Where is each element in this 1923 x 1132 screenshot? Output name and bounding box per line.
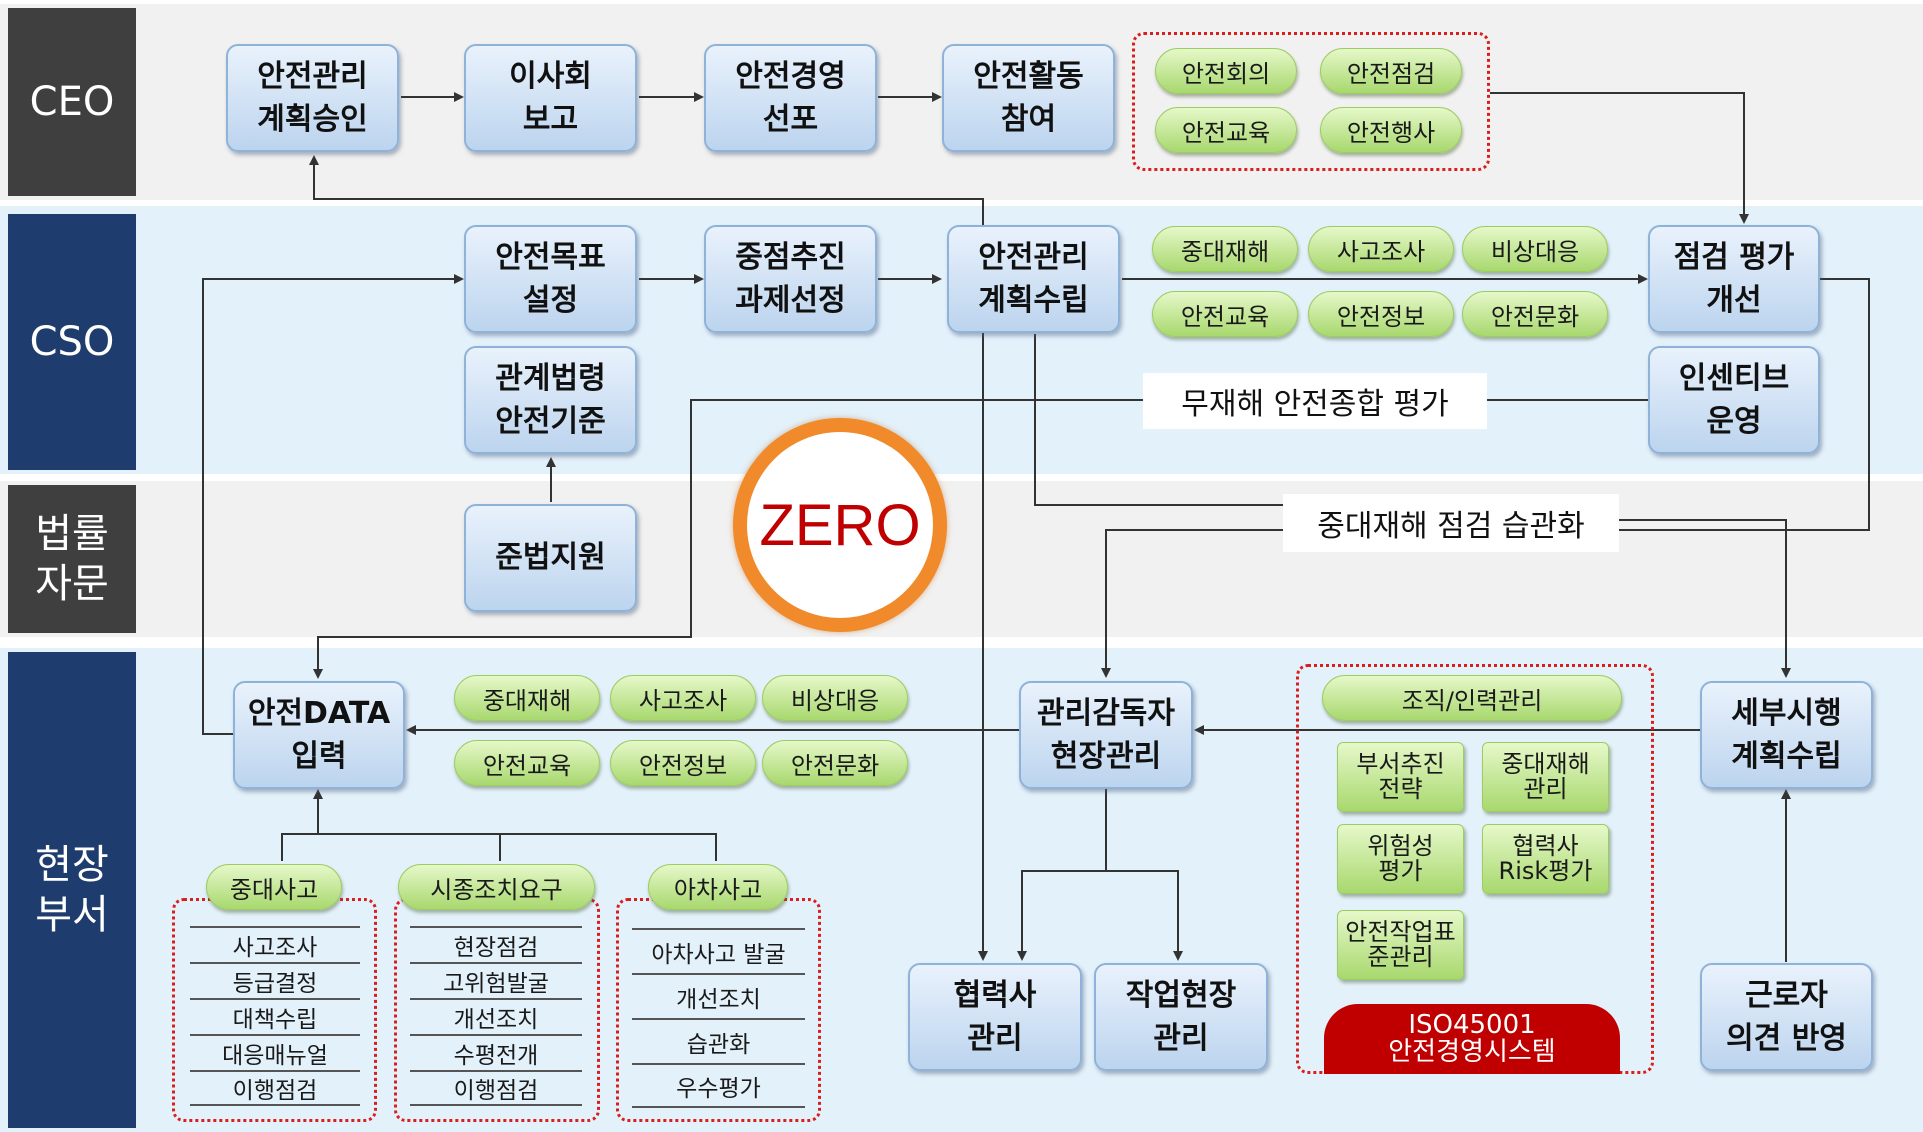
list-title-nearmiss: 아차사고 [648, 864, 788, 910]
field-detail-box: 세부시행 계획수립 [1700, 681, 1873, 789]
iso-item-strategy: 부서추진 전략 [1337, 742, 1464, 812]
iso-item-serious: 중대재해 관리 [1482, 742, 1609, 812]
field-pill-serious: 중대재해 [454, 675, 600, 721]
arrow-habit-to-supervisor [1101, 529, 1283, 678]
iso-badge: ISO45001 안전경영시스템 [1324, 1004, 1620, 1074]
field-supervisor-box: 관리감독자 현장관리 [1019, 681, 1193, 789]
list-item: 대책수립 [190, 998, 360, 1034]
field-partner-box: 협력사 관리 [908, 963, 1082, 1071]
ceo-activities-group [1132, 32, 1490, 171]
list-serious: 사고조사 등급결정 대책수립 대응매뉴얼 이행점검 [190, 926, 360, 1106]
list-item: 우수평가 [632, 1063, 805, 1108]
cso-incentive-box: 인센티브 운영 [1648, 346, 1820, 454]
legal-support-box: 준법지원 [464, 504, 637, 612]
list-title-serious: 중대사고 [206, 864, 342, 910]
arrow-supervisor-to-worksite [1106, 870, 1183, 961]
eval-label: 무재해 안전종합 평가 [1143, 373, 1487, 429]
field-pill-info: 안전정보 [610, 740, 756, 786]
cso-goal-box: 안전목표 설정 [464, 225, 637, 333]
cso-pill-education: 안전교육 [1152, 291, 1298, 337]
list-item: 이행점검 [190, 1070, 360, 1106]
field-pill-emergency: 비상대응 [762, 675, 908, 721]
iso-item-risk: 위험성 평가 [1337, 824, 1464, 894]
arrow-supervisor-to-partner [1017, 788, 1107, 961]
list-item: 사고조사 [190, 926, 360, 962]
list-correction: 현장점검 고위험발굴 개선조치 수평전개 이행점검 [410, 926, 582, 1106]
ceo-pill-inspection: 안전점검 [1320, 48, 1462, 94]
lane-cso: CSO [8, 214, 136, 470]
habit-label: 중대재해 점검 습관화 [1283, 494, 1619, 552]
arrow-plan-to-approval [309, 155, 984, 334]
iso-badge-line2: 안전경영시스템 [1388, 1037, 1556, 1067]
list-item: 개선조치 [632, 973, 805, 1018]
list-nearmiss: 아차사고 발굴 개선조치 습관화 우수평가 [632, 928, 805, 1108]
iso-org-pill: 조직/인력관리 [1322, 675, 1622, 721]
list-item: 아차사고 발굴 [632, 928, 805, 973]
list-item: 수평전개 [410, 1034, 582, 1070]
cso-pill-culture: 안전문화 [1462, 291, 1608, 337]
cso-pill-accident: 사고조사 [1308, 226, 1454, 272]
arrow-eval-to-data [313, 399, 1143, 679]
field-worker-box: 근로자 의견 반영 [1700, 963, 1873, 1071]
iso-badge-line1: ISO45001 [1408, 1009, 1536, 1040]
lane-legal: 법률 자문 [8, 485, 136, 633]
ceo-pill-meeting: 안전회의 [1155, 48, 1297, 94]
ceo-pill-event: 안전행사 [1320, 107, 1462, 153]
ceo-board-box: 이사회 보고 [464, 44, 637, 152]
list-item: 현장점검 [410, 926, 582, 962]
line-inspect-down [1619, 278, 1870, 531]
list-item: 이행점검 [410, 1070, 582, 1106]
list-item: 등급결정 [190, 962, 360, 998]
cso-priority-box: 중점추진 과제선정 [704, 225, 877, 333]
ceo-activity-box: 안전활동 참여 [942, 44, 1115, 152]
ceo-declare-box: 안전경영 선포 [704, 44, 877, 152]
field-pill-culture: 안전문화 [762, 740, 908, 786]
lane-ceo: CEO [8, 8, 136, 196]
line-plan-habit [1034, 334, 1283, 506]
ceo-approval-box: 안전관리 계획승인 [226, 44, 399, 152]
zero-emblem: ZERO [733, 418, 947, 632]
list-item: 고위험발굴 [410, 962, 582, 998]
iso-item-worksheet: 안전작업표 준관리 [1337, 910, 1464, 980]
cso-law-box: 관계법령 안전기준 [464, 346, 637, 454]
field-pill-accident: 사고조사 [610, 675, 756, 721]
cso-pill-info: 안전정보 [1308, 291, 1454, 337]
arrow-ceo-to-inspect [1490, 92, 1749, 224]
list-title-correction: 시종조치요구 [398, 864, 595, 910]
field-data-box: 안전DATA 입력 [233, 681, 405, 789]
field-worksite-box: 작업현장 관리 [1094, 963, 1268, 1071]
cso-plan-box: 안전관리 계획수립 [947, 225, 1120, 333]
list-item: 대응매뉴얼 [190, 1034, 360, 1070]
cso-pill-serious: 중대재해 [1152, 226, 1298, 272]
cso-pill-emergency: 비상대응 [1462, 226, 1608, 272]
arrow-data-to-goal [202, 274, 464, 735]
arrow-habit-to-detail [1619, 519, 1791, 678]
list-item: 습관화 [632, 1018, 805, 1063]
iso-item-partner-risk: 협력사 Risk평가 [1482, 824, 1609, 894]
field-pill-education: 안전교육 [454, 740, 600, 786]
list-item: 개선조치 [410, 998, 582, 1034]
zero-text: ZERO [747, 432, 933, 618]
ceo-pill-education: 안전교육 [1155, 107, 1297, 153]
cso-inspect-box: 점검 평가 개선 [1648, 225, 1820, 333]
lane-field: 현장 부서 [8, 652, 136, 1128]
